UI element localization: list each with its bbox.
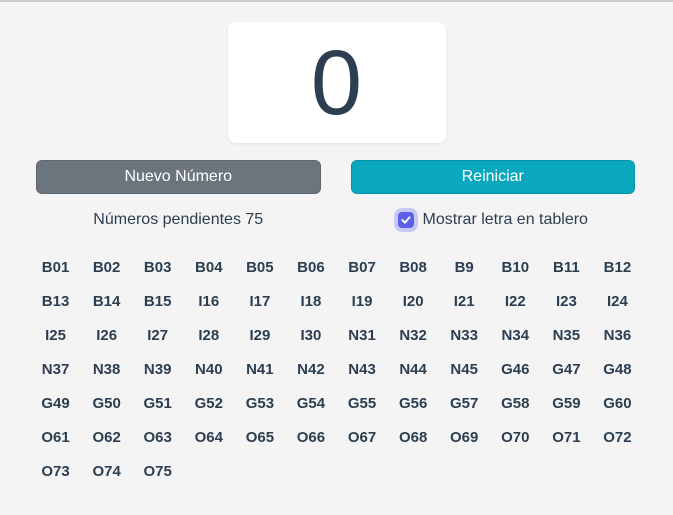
board-number: O66 <box>296 429 326 446</box>
board-number: I28 <box>198 327 220 344</box>
board-number: G55 <box>347 395 377 412</box>
board-number: N38 <box>92 361 121 378</box>
board-number: O71 <box>552 429 581 446</box>
board-number: N44 <box>399 361 427 378</box>
top-border <box>0 0 673 2</box>
board-number: I19 <box>351 293 373 310</box>
board-number: I29 <box>249 327 271 344</box>
board-number: N31 <box>348 327 376 344</box>
board-number: N35 <box>552 327 581 344</box>
reset-button[interactable]: Reiniciar <box>350 160 635 194</box>
board-number: G53 <box>245 395 275 412</box>
board-number: O73 <box>41 463 70 480</box>
board-number: N37 <box>41 361 70 378</box>
board-number: G56 <box>398 395 428 412</box>
board-number: O75 <box>143 463 172 480</box>
board-number: O65 <box>245 429 275 446</box>
board-number: N40 <box>195 361 223 378</box>
board-number: I20 <box>402 293 424 310</box>
board-number: I27 <box>147 327 169 344</box>
board-number: G58 <box>501 395 530 412</box>
board-number: N39 <box>143 361 172 378</box>
board-number: I30 <box>300 327 322 344</box>
board-number: B15 <box>143 293 172 310</box>
board-number: I25 <box>45 327 66 344</box>
board-number: B07 <box>348 259 376 276</box>
board-number: O69 <box>450 429 479 446</box>
board-number: O63 <box>143 429 172 446</box>
current-number-card: 0 <box>227 22 446 143</box>
board-number: I22 <box>504 293 526 310</box>
board-number: B02 <box>92 259 121 276</box>
new-number-button[interactable]: Nuevo Número <box>36 160 321 194</box>
pending-numbers-text: Números pendientes 75 <box>93 211 264 228</box>
board-number: G50 <box>92 395 121 412</box>
board-number: N41 <box>246 361 274 378</box>
board-number: G57 <box>450 395 479 412</box>
board-number: N34 <box>501 327 530 344</box>
board-number: I18 <box>300 293 322 310</box>
board-number: G54 <box>296 395 326 412</box>
show-letter-label: Mostrar letra en tablero <box>422 211 588 228</box>
board-number: B08 <box>399 259 427 276</box>
board-number: B04 <box>195 259 223 276</box>
board-number: I21 <box>453 293 475 310</box>
board-number: O64 <box>194 429 223 446</box>
board-number: B03 <box>143 259 172 276</box>
board-number: B14 <box>92 293 121 310</box>
board-number: I26 <box>96 327 118 344</box>
board-number: N45 <box>450 361 478 378</box>
board-number: I24 <box>607 293 628 310</box>
board-number: I17 <box>249 293 271 310</box>
board-number: G47 <box>552 361 581 378</box>
board-number: G48 <box>603 361 632 378</box>
board-number: I16 <box>198 293 220 310</box>
board-number: O72 <box>603 429 632 446</box>
board-number: B11 <box>553 259 580 276</box>
board-number: G46 <box>501 361 530 378</box>
action-buttons-row: Nuevo Número Reiniciar <box>36 160 635 194</box>
board-number: N42 <box>297 361 325 378</box>
board-number: N33 <box>450 327 478 344</box>
board-number: B13 <box>41 293 70 310</box>
board-number: I23 <box>555 293 577 310</box>
board-number: B01 <box>41 259 70 276</box>
current-number-display: 0 <box>310 31 363 134</box>
board-number: O68 <box>398 429 428 446</box>
board-number: B9 <box>454 259 474 276</box>
board-number: G59 <box>552 395 581 412</box>
board-number: B12 <box>603 259 632 276</box>
board-number: O74 <box>92 463 121 480</box>
board-number: G60 <box>603 395 632 412</box>
board-number: O70 <box>501 429 530 446</box>
board-number: O62 <box>92 429 121 446</box>
show-letter-option[interactable]: Mostrar letra en tablero <box>397 211 588 229</box>
board-number: B10 <box>501 259 530 276</box>
info-row: Números pendientes 75 Mostrar letra en t… <box>36 207 635 233</box>
show-letter-checkbox[interactable] <box>397 212 414 228</box>
board-number: O61 <box>41 429 70 446</box>
board-number: N32 <box>399 327 427 344</box>
board-number: B06 <box>297 259 325 276</box>
checkmark-icon <box>401 216 411 224</box>
board-number: N43 <box>348 361 376 378</box>
board-number: G52 <box>194 395 223 412</box>
board-number: G49 <box>41 395 70 412</box>
board-number: G51 <box>143 395 172 412</box>
board-number: O67 <box>347 429 377 446</box>
board-number: N36 <box>603 327 632 344</box>
board-number: B05 <box>246 259 274 276</box>
